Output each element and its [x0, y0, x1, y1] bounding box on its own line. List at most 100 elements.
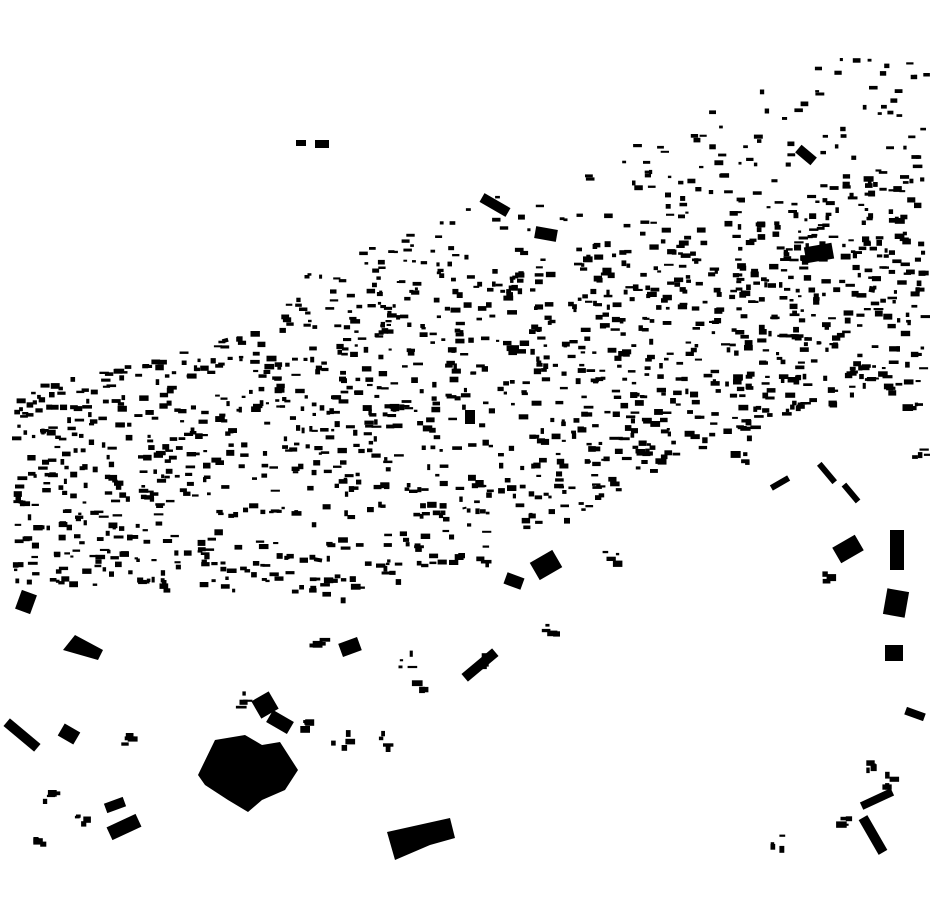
building: [405, 542, 410, 547]
building: [577, 368, 586, 373]
building: [783, 252, 790, 257]
building: [161, 474, 165, 479]
building: [615, 552, 620, 556]
building: [108, 474, 118, 481]
building: [416, 560, 422, 566]
building: [822, 198, 828, 203]
building: [650, 421, 661, 427]
building: [593, 242, 601, 248]
building: [338, 399, 349, 404]
building: [621, 260, 627, 267]
building: [149, 497, 155, 502]
building: [822, 578, 831, 584]
building: [340, 460, 347, 465]
building: [403, 248, 412, 252]
building: [858, 815, 888, 855]
building: [238, 355, 244, 359]
building: [556, 458, 565, 465]
building: [78, 512, 82, 515]
building: [139, 395, 149, 401]
building: [665, 306, 670, 310]
building: [893, 290, 897, 294]
building: [533, 462, 541, 469]
building: [437, 268, 444, 273]
building: [792, 400, 797, 406]
building: [568, 486, 576, 490]
building: [512, 493, 516, 499]
building: [804, 218, 808, 222]
building: [884, 248, 888, 253]
building: [766, 206, 771, 209]
building: [761, 277, 767, 282]
building: [42, 459, 50, 465]
building: [798, 236, 808, 240]
building: [282, 317, 292, 323]
building: [356, 479, 362, 485]
building: [269, 572, 279, 577]
building: [714, 160, 724, 166]
building: [839, 58, 843, 62]
building: [795, 144, 817, 166]
building: [798, 295, 802, 298]
building: [379, 290, 383, 294]
building: [151, 359, 161, 365]
building: [117, 402, 125, 406]
building: [667, 175, 672, 179]
building: [888, 360, 899, 364]
building: [125, 496, 130, 502]
building: [508, 445, 515, 451]
building: [454, 554, 464, 560]
building: [392, 407, 397, 412]
building: [486, 492, 492, 498]
building: [99, 548, 110, 551]
building: [902, 181, 909, 184]
building: [73, 448, 78, 453]
building: [198, 434, 208, 437]
building: [403, 405, 410, 408]
building: [833, 287, 841, 293]
building: [303, 357, 308, 361]
building: [333, 277, 341, 280]
building: [914, 74, 918, 79]
building: [827, 387, 835, 393]
building: [503, 381, 509, 386]
building: [746, 371, 755, 377]
building: [162, 580, 167, 585]
building: [300, 726, 310, 733]
building: [829, 343, 834, 346]
building: [282, 397, 287, 402]
building: [163, 588, 171, 593]
building: [709, 267, 720, 271]
building: [822, 223, 830, 227]
building: [667, 281, 675, 285]
building: [789, 313, 800, 317]
building: [412, 281, 422, 286]
building: [305, 719, 315, 726]
building: [735, 287, 743, 291]
building: [788, 210, 797, 213]
building: [167, 385, 177, 390]
building: [915, 403, 923, 406]
building: [416, 682, 420, 686]
building: [296, 140, 306, 146]
building: [561, 439, 566, 442]
building: [106, 384, 117, 388]
building: [665, 204, 671, 209]
building: [818, 259, 828, 262]
building: [852, 58, 861, 63]
building: [178, 409, 187, 414]
building: [331, 410, 340, 414]
building: [810, 359, 818, 363]
building: [758, 297, 765, 302]
building: [70, 377, 76, 382]
building: [738, 404, 749, 411]
building: [338, 279, 347, 283]
building: [385, 320, 392, 323]
building: [355, 472, 360, 477]
building: [94, 564, 102, 568]
building: [250, 359, 260, 364]
building: [265, 579, 270, 583]
building: [95, 554, 106, 560]
building: [571, 430, 576, 434]
building: [729, 393, 738, 398]
